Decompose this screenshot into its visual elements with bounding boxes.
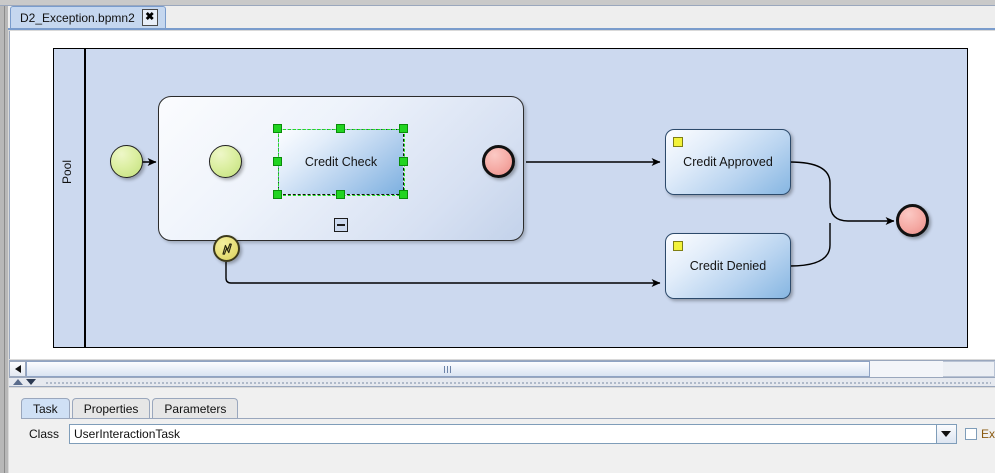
start-event-pool[interactable] xyxy=(110,145,143,178)
sequence-flow-layer xyxy=(126,158,895,287)
resize-handle-se[interactable] xyxy=(399,190,408,199)
tab-properties[interactable]: Properties xyxy=(71,398,151,418)
task-credit-check-label: Credit Check xyxy=(304,155,378,169)
user-task-marker-icon xyxy=(673,137,683,147)
editor-tabstrip xyxy=(8,6,995,29)
pool-lane-divider xyxy=(84,49,86,347)
task-credit-denied[interactable]: Credit Denied xyxy=(665,233,791,299)
flow-approved-to-end xyxy=(789,161,895,225)
expression-checkbox-label: Ex xyxy=(980,427,995,441)
collapse-down-icon[interactable] xyxy=(26,379,36,385)
boundary-error-event[interactable] xyxy=(213,235,240,262)
flow-denied-to-merge xyxy=(789,223,831,267)
properties-bottom-strip xyxy=(9,450,995,458)
canvas-horizontal-scrollbar[interactable] xyxy=(9,360,995,377)
checkbox-box[interactable] xyxy=(964,428,977,440)
class-field-label: Class xyxy=(29,427,60,441)
scrollbar-thumb[interactable] xyxy=(26,361,870,377)
resize-handle-e[interactable] xyxy=(399,157,408,166)
end-event-subprocess[interactable] xyxy=(482,145,515,178)
user-task-marker-icon xyxy=(673,241,683,251)
tab-parameters[interactable]: Parameters xyxy=(152,398,239,418)
resize-handle-w[interactable] xyxy=(273,157,282,166)
properties-tab-underline xyxy=(21,418,995,419)
error-bolt-icon xyxy=(221,242,232,255)
arrow-left-icon[interactable] xyxy=(9,361,26,377)
end-event-pool[interactable] xyxy=(896,204,929,237)
window-top-separator xyxy=(0,5,995,6)
diagram-canvas-viewport[interactable]: Pool xyxy=(9,31,995,359)
task-credit-approved-label: Credit Approved xyxy=(683,155,773,169)
scrollbar-tail xyxy=(943,361,995,377)
resize-handle-s[interactable] xyxy=(336,190,345,199)
tab-task[interactable]: Task xyxy=(21,398,70,418)
grip-icon xyxy=(444,365,452,373)
resize-handle-sw[interactable] xyxy=(273,190,282,199)
properties-tab-bar: Task Properties Parameters xyxy=(21,398,240,418)
close-icon[interactable]: ✖ xyxy=(141,9,158,26)
divider-grip xyxy=(45,382,991,384)
task-credit-approved[interactable]: Credit Approved xyxy=(665,129,791,195)
editor-tab-d2-exception[interactable]: D2_Exception.bpmn2 ✖ xyxy=(10,6,166,28)
resize-handle-n[interactable] xyxy=(336,124,345,133)
window-top-frame xyxy=(0,0,995,5)
tab-task-label: Task xyxy=(33,401,58,416)
diagram-canvas[interactable]: Pool xyxy=(10,31,995,359)
resize-handle-ne[interactable] xyxy=(399,124,408,133)
editor-tab-label: D2_Exception.bpmn2 xyxy=(20,10,135,25)
tab-properties-label: Properties xyxy=(83,401,139,416)
class-field-row: Class UserInteractionTask Ex xyxy=(21,422,995,446)
split-pane-divider[interactable] xyxy=(9,377,995,387)
class-input[interactable]: UserInteractionTask xyxy=(69,424,937,444)
scrollbar-track[interactable] xyxy=(26,361,943,377)
editor-tabstrip-underline xyxy=(8,28,995,30)
flow-boundary-to-denied xyxy=(225,262,661,287)
expression-checkbox[interactable]: Ex xyxy=(964,427,995,441)
chevron-down-icon[interactable] xyxy=(936,424,957,444)
tab-parameters-label: Parameters xyxy=(164,401,227,416)
start-event-subprocess[interactable] xyxy=(209,145,242,178)
window-left-frame xyxy=(0,0,8,473)
resize-handle-nw[interactable] xyxy=(273,124,282,133)
properties-panel: Task Properties Parameters Class UserInt… xyxy=(9,388,995,473)
collapse-minus-icon[interactable] xyxy=(334,218,348,232)
collapse-up-icon[interactable] xyxy=(13,379,23,385)
task-credit-check[interactable]: Credit Check xyxy=(277,128,405,196)
task-credit-denied-label: Credit Denied xyxy=(689,259,767,273)
